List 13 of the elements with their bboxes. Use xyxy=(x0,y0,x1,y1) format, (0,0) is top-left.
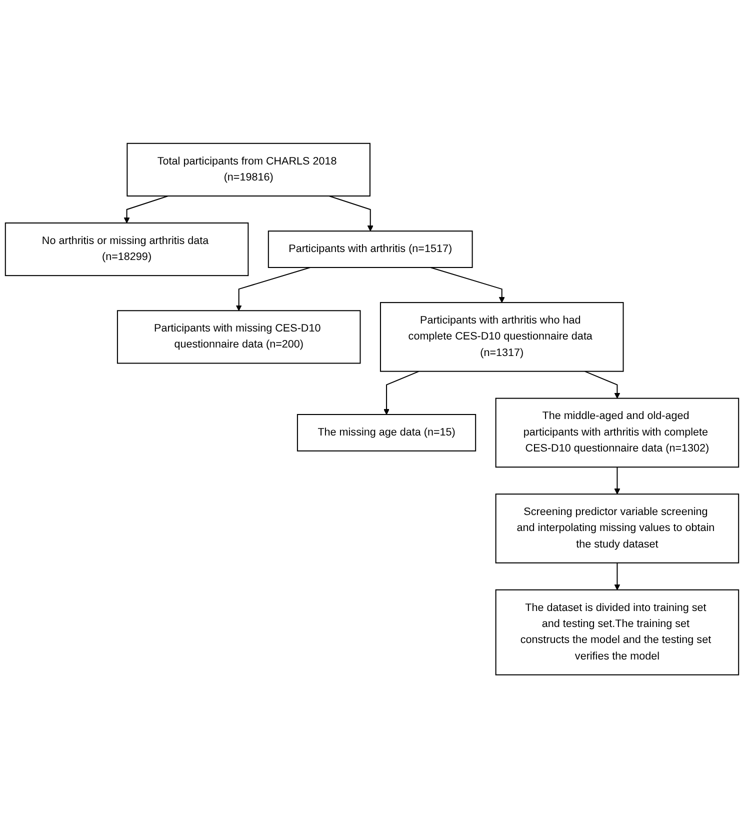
arrow xyxy=(614,563,620,590)
node-box: No arthritis or missing arthritis data (n=18299) xyxy=(4,222,249,276)
arrow xyxy=(614,468,620,495)
node-box: Participants with arthritis (n=1517) xyxy=(268,230,473,268)
node-box: The dataset is divided into training set and testing set.The training set constructs the model and the testing set verifies the model xyxy=(495,590,740,676)
node-box: Total participants from CHARLS 2018 (n=19816) xyxy=(126,143,370,197)
node-box: Participants with missing CES-D10 questionnaire data (n=200) xyxy=(116,310,361,364)
node-box: Screening predictor variable screening and interpolating missing values to obtain the study dataset xyxy=(495,494,740,564)
node-box: Participants with arthritis who had complete CES-D10 questionnaire data (n=1317) xyxy=(380,302,624,372)
node-box: The missing age data (n=15) xyxy=(296,414,476,452)
node-box: The middle-aged and old-aged participants with arthritis with complete CES-D10 questionnaire data (n=1302) xyxy=(495,398,740,468)
arrow xyxy=(584,371,620,399)
arrow xyxy=(384,371,420,416)
